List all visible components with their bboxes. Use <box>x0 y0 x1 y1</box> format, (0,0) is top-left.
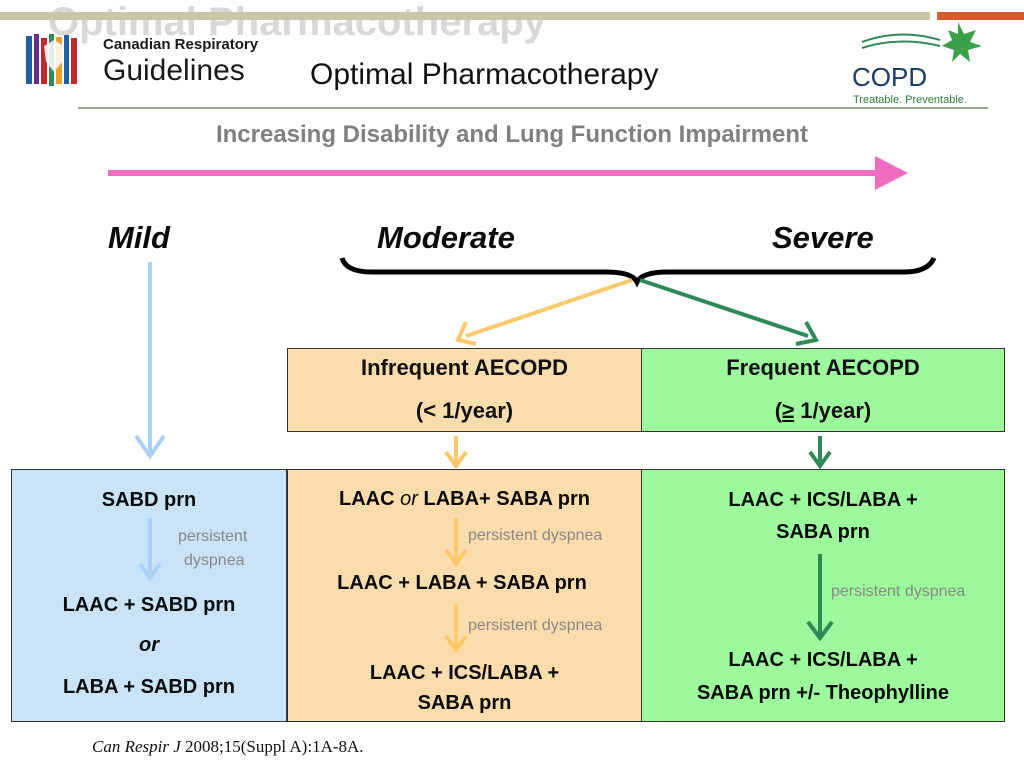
crg-logo-icon <box>24 32 84 88</box>
frequent-transition: persistent dyspnea <box>831 583 966 600</box>
disability-axis-label: Increasing Disability and Lung Function … <box>215 121 809 148</box>
copd-tagline: Treatable. Preventable. <box>853 94 967 106</box>
infrequent-transition1: persistent dyspnea <box>468 527 603 544</box>
infrequent-header-arrow-head <box>444 450 468 470</box>
infrequent-step1: LAAC or LABA+ SABA prn <box>287 488 642 511</box>
frequent-step-arrow-head <box>806 620 834 642</box>
citation-journal: Can Respir J <box>92 737 181 756</box>
frequent-aecopd-title: Frequent AECOPD <box>726 355 920 380</box>
page-title: Optimal Pharmacotherapy <box>310 58 659 91</box>
infrequent-step2-arrow-head <box>444 634 468 654</box>
background-title: Optimal Pharmacotherapy <box>48 0 546 44</box>
mild-transition-line1: persistent <box>178 528 248 545</box>
infrequent-treatment-box <box>287 469 642 722</box>
rate-symbol: ≥ <box>782 398 795 423</box>
mild-arrow-head <box>134 434 166 460</box>
org-name-line1: Canadian Respiratory <box>103 36 259 53</box>
rate-prefix: ( <box>774 398 783 423</box>
copd-leaf-logo-icon <box>860 20 990 64</box>
severity-severe-label: Severe <box>772 220 874 255</box>
infrequent-step3-line1: LAAC + ICS/LABA + <box>369 662 560 684</box>
infrequent-step1-arrow-head <box>444 548 468 568</box>
infrequent-transition2: persistent dyspnea <box>468 617 603 634</box>
header-rule <box>78 107 988 109</box>
mild-transition-line2: dyspnea <box>184 552 245 569</box>
frequent-step1-line1: LAAC + ICS/LABA + <box>728 489 918 511</box>
org-name-line2: Guidelines <box>103 54 245 87</box>
brace-to-frequent-arrow <box>639 278 809 338</box>
brace-to-infrequent-arrow-head <box>455 321 477 346</box>
frequent-step2-line2: SABA prn +/- Theophylline <box>696 682 950 704</box>
infrequent-step1-part2: LABA+ SABA prn <box>417 488 590 510</box>
top-accent-bar <box>937 12 1024 20</box>
infrequent-step1-part1: LAAC <box>339 488 401 510</box>
infrequent-aecopd-title: Infrequent AECOPD <box>361 355 568 380</box>
citation-details: 2008;15(Suppl A):1A-8A. <box>180 737 364 756</box>
citation: Can Respir J 2008;15(Suppl A):1A-8A. <box>92 737 364 757</box>
frequent-aecopd-rate: (≥ 1/year) <box>642 398 1004 424</box>
infrequent-step1-or: or <box>400 488 418 510</box>
frequent-treatment-box <box>641 469 1005 722</box>
top-rule <box>0 12 930 20</box>
mild-or: or <box>139 634 159 656</box>
mild-step1: SABD prn <box>101 489 197 511</box>
copd-logo-text: COPD <box>852 62 928 92</box>
mild-step-arrow-head <box>138 562 162 582</box>
disability-arrow-head <box>875 156 908 190</box>
frequent-header-arrow-head <box>808 450 832 470</box>
mild-option1: LAAC + SABD prn <box>62 594 236 616</box>
brace-to-frequent-arrow-head <box>795 321 820 346</box>
moderate-severe-brace <box>339 256 937 288</box>
severity-moderate-label: Moderate <box>377 220 515 255</box>
infrequent-aecopd-rate: (< 1/year) <box>415 398 514 423</box>
frequent-step1-line2: SABA prn <box>776 521 870 543</box>
brace-to-infrequent-arrow <box>465 278 633 338</box>
frequent-step2-line1: LAAC + ICS/LABA + <box>728 649 918 671</box>
infrequent-step3-line2: SABA prn <box>417 692 512 714</box>
severity-mild-label: Mild <box>108 220 170 255</box>
mild-option2: LABA + SABD prn <box>62 676 236 698</box>
infrequent-step2: LAAC + LABA + SABA prn <box>337 572 587 594</box>
frequent-aecopd-box: Frequent AECOPD (≥ 1/year) <box>641 348 1005 432</box>
mild-treatment-box <box>11 469 287 722</box>
rate-suffix: 1/year) <box>794 398 872 423</box>
